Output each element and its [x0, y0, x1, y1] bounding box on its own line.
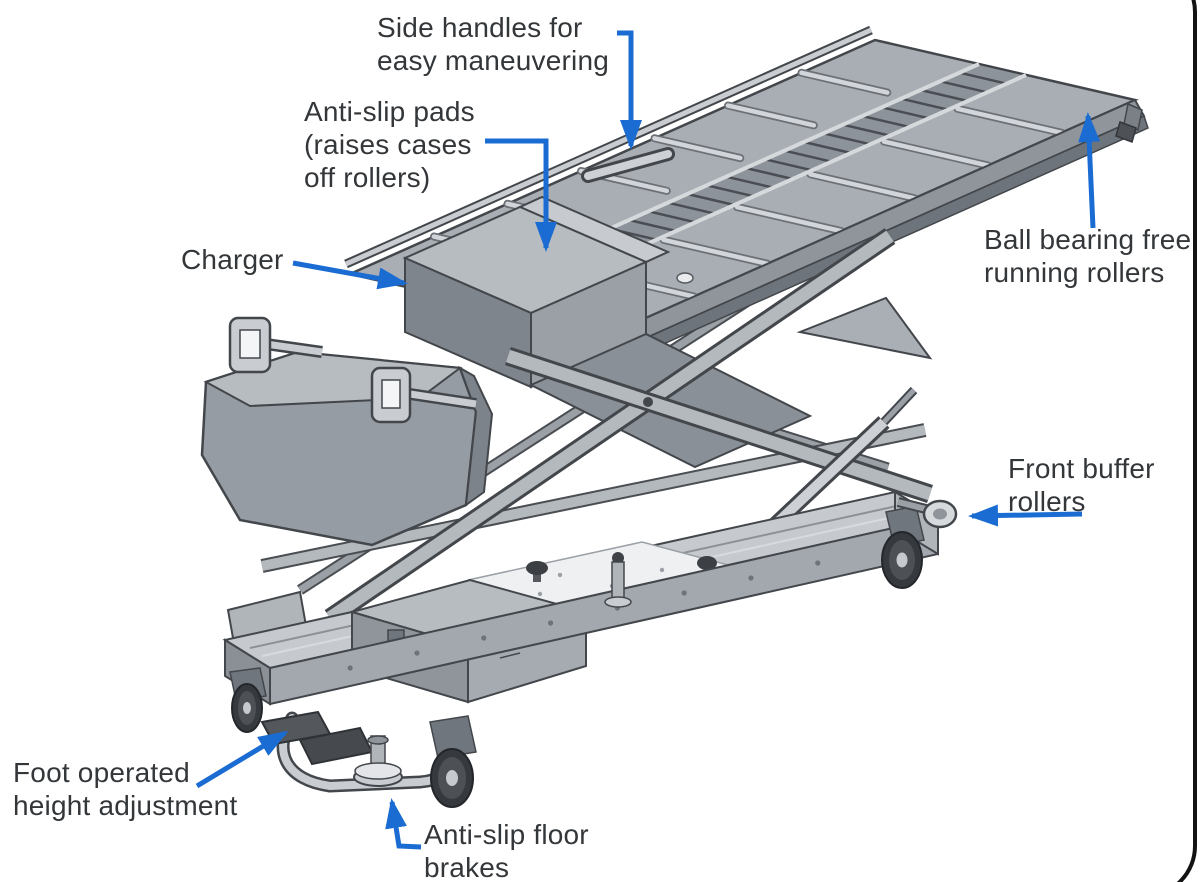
side-handles-arrow: [617, 30, 642, 150]
label-front-buffer-rollers: Front buffer rollers: [1008, 453, 1155, 518]
charger-arrow: [292, 260, 408, 290]
front-buffer-arrow: [968, 504, 1083, 527]
label-anti-slip-floor-brakes: Anti-slip floor brakes: [424, 819, 589, 882]
front-buffer-roller: [896, 497, 958, 529]
base-frame: [222, 490, 941, 706]
lifting-handle: [370, 366, 477, 424]
label-side-handles: Side handles for easy maneuvering: [377, 12, 609, 77]
side-handle: [581, 147, 675, 183]
mid-caster: [429, 715, 477, 808]
anti-slip-pad: [676, 272, 694, 284]
counterweight-box: [200, 316, 494, 547]
foot-height-arrow: [195, 730, 289, 789]
label-foot-height-adjustment: Foot operated height adjustment: [13, 757, 238, 822]
adjuster-knob: [526, 556, 717, 582]
front-caster: [881, 505, 925, 589]
rear-caster: [229, 667, 267, 733]
floor-brakes-arrow: [385, 798, 422, 850]
label-ball-bearing-rollers: Ball bearing free running rollers: [984, 224, 1192, 289]
height-adjust-foot: [604, 552, 632, 608]
anti-slip-pads-arrow: [485, 138, 557, 252]
label-charger: Charger: [181, 244, 284, 275]
label-anti-slip-pads: Anti-slip pads (raises cases off rollers…: [304, 96, 475, 194]
ball-bearing-arrow: [1078, 112, 1101, 229]
lifting-handle: [228, 316, 323, 374]
floor-brake-foot: [353, 735, 403, 787]
